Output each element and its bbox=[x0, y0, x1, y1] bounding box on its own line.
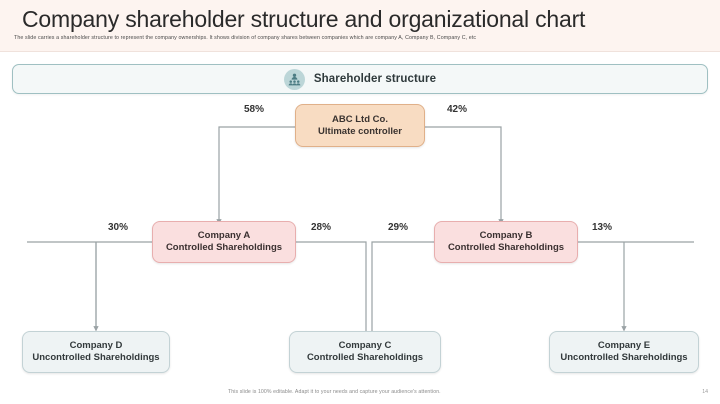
node-abc-ltd-co[interactable]: ABC Ltd Co. Ultimate controller bbox=[295, 104, 425, 147]
node-title: Company C bbox=[338, 340, 392, 352]
header-band bbox=[0, 0, 720, 52]
footer-note: This slide is 100% editable. Adapt it to… bbox=[228, 389, 441, 395]
node-subtitle: Controlled Shareholdings bbox=[447, 242, 565, 253]
page-number: 14 bbox=[702, 389, 708, 395]
page-title: Company shareholder structure and organi… bbox=[22, 6, 586, 32]
header-divider bbox=[0, 51, 720, 52]
node-subtitle: Ultimate controller bbox=[318, 125, 402, 137]
node-title: Company D bbox=[69, 340, 123, 352]
edge-label-29: 29% bbox=[388, 222, 409, 233]
section-bar-shareholder-structure[interactable]: Shareholder structure bbox=[12, 64, 708, 94]
node-company-d[interactable]: Company D Uncontrolled Shareholdings bbox=[22, 331, 170, 373]
node-company-b[interactable]: Company B Controlled Shareholdings bbox=[434, 221, 578, 263]
node-title: ABC Ltd Co. bbox=[332, 113, 388, 125]
node-subtitle: Controlled Shareholdings bbox=[306, 352, 424, 363]
node-title: Company E bbox=[597, 340, 651, 352]
node-subtitle: Uncontrolled Shareholdings bbox=[560, 352, 688, 363]
edge-label-13: 13% bbox=[592, 222, 613, 233]
node-subtitle: Controlled Shareholdings bbox=[165, 242, 283, 253]
section-bar-content: Shareholder structure bbox=[13, 65, 707, 93]
org-chart: ABC Ltd Co. Ultimate controller Company … bbox=[0, 96, 720, 384]
node-title: Company A bbox=[197, 230, 251, 242]
section-title: Shareholder structure bbox=[313, 73, 437, 85]
edge-label-42: 42% bbox=[447, 104, 468, 115]
people-group-icon bbox=[283, 68, 305, 90]
node-company-a[interactable]: Company A Controlled Shareholdings bbox=[152, 221, 296, 263]
node-company-c[interactable]: Company C Controlled Shareholdings bbox=[289, 331, 441, 373]
node-company-e[interactable]: Company E Uncontrolled Shareholdings bbox=[549, 331, 699, 373]
edge-label-58: 58% bbox=[244, 104, 265, 115]
connector-lines bbox=[27, 126, 694, 339]
node-subtitle: Uncontrolled Shareholdings bbox=[32, 352, 160, 363]
edge-label-28: 28% bbox=[311, 222, 332, 233]
edge-label-30: 30% bbox=[108, 222, 129, 233]
node-title: Company B bbox=[479, 230, 533, 242]
page-subtitle: The slide carries a shareholder structur… bbox=[14, 35, 477, 41]
